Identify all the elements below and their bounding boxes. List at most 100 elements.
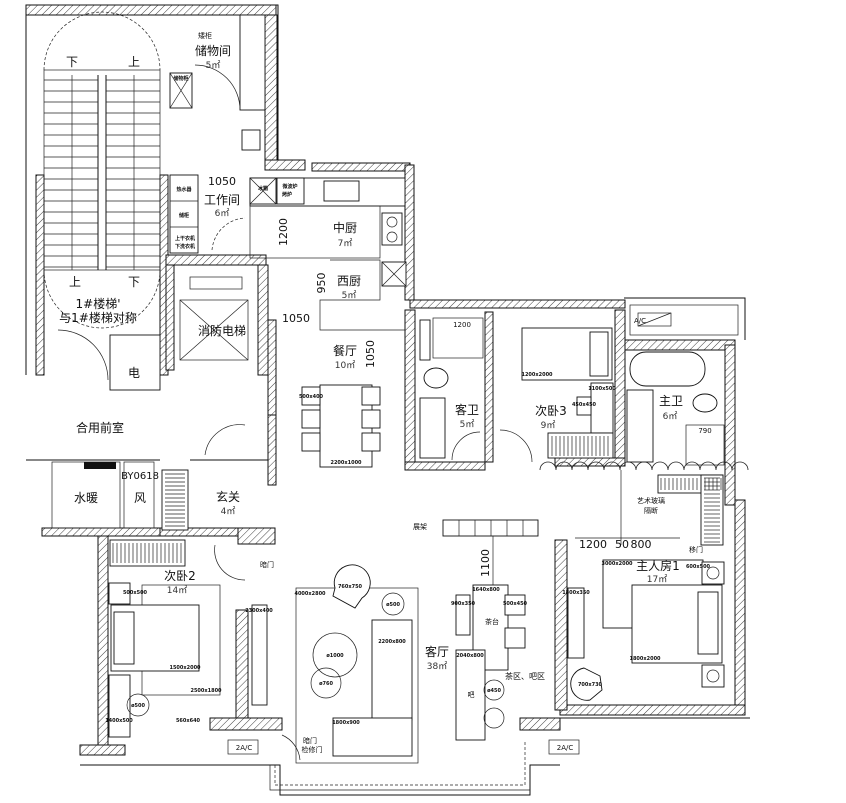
access-door-label: 检修门: [302, 745, 323, 754]
ac-unit: [548, 739, 580, 755]
room-western-kitchen: 西厨: [337, 274, 361, 288]
stair-mark-up: 上: [69, 275, 81, 289]
fridge-label: 冰箱: [258, 185, 268, 192]
living-furniture: [281, 519, 539, 764]
armchair-size: 760x750: [338, 584, 363, 590]
master-bed-size: 1800x2000: [629, 656, 661, 662]
ac-label: 2A/C: [236, 744, 253, 752]
master-tv-size: 1800x350: [562, 590, 590, 596]
dim-west-kitchen-depth: 950: [315, 273, 328, 294]
storage-cabinet-label: 储物柜: [173, 75, 188, 82]
tea-bar-zone-label: 茶区、吧区: [505, 671, 545, 681]
master-bedroom-furniture: [567, 470, 725, 701]
stair-mark-up: 上: [128, 55, 140, 69]
room-entry-area: 4㎡: [221, 506, 236, 517]
hidden-door-label: 暗门: [303, 736, 317, 745]
coffee-big-size: ø1000: [326, 653, 344, 659]
bed3-size: 1200x2000: [521, 372, 553, 378]
dining-table-size: 2200x1000: [330, 460, 362, 466]
room-master-bath: 主卫: [659, 394, 683, 408]
cabinet-label: 储柜: [179, 212, 189, 219]
stair-label: 1#楼梯': [76, 296, 121, 311]
hidden-door-label: 暗门: [260, 560, 274, 569]
master-chair-size: 700x730: [578, 682, 603, 688]
room-plumbing: 水暖: [74, 491, 98, 505]
room-bedroom3: 次卧3: [535, 404, 567, 418]
stool3-size: 450x450: [572, 402, 597, 408]
fire-elevator: [179, 276, 249, 361]
kitchen-fixtures: [249, 177, 407, 331]
master-rug-size: 3000x2000: [601, 561, 633, 567]
dim-master-b: 50: [615, 538, 629, 551]
bed2-size: 1500x2000: [169, 665, 201, 671]
storage-fixtures: [169, 14, 266, 254]
bar-counter-size: 2040x800: [456, 653, 484, 659]
dim-kitchen-depth: 1200: [277, 218, 290, 246]
window-code: BY0618: [121, 471, 159, 482]
room-guest-bath-area: 5㎡: [460, 419, 475, 430]
room-entry: 玄关: [216, 489, 240, 504]
dim-dining-depth: 1050: [364, 340, 377, 368]
ac-label: A/C: [634, 317, 646, 325]
oven-label: 微波炉: [281, 183, 297, 190]
stair-mark-down: 下: [66, 55, 78, 69]
master-bath-fixtures: [626, 312, 725, 466]
room-dining-area: 10㎡: [335, 360, 355, 371]
water-heater-label: 热水器: [176, 186, 192, 193]
dining-chair-size: 500x400: [299, 394, 324, 400]
washer-label: 下洗衣机: [175, 243, 195, 250]
coffee-small-size: ø760: [319, 681, 333, 687]
ac-label: 2A/C: [557, 744, 574, 752]
room-workroom: 工作间: [204, 193, 240, 207]
stair-mark-down: 下: [128, 275, 140, 289]
tea-stool2-size: 500x450: [503, 601, 528, 607]
service-shafts: [51, 424, 246, 531]
room-dining: 餐厅: [333, 343, 357, 358]
room-storage: 储物间: [195, 43, 231, 58]
room-middle-kitchen: 中厨: [333, 220, 357, 235]
walls: [25, 4, 746, 756]
desk3-size: 1100x500: [588, 386, 616, 392]
staircase: [43, 11, 161, 391]
room-wind: 风: [134, 491, 146, 505]
room-workroom-area: 6㎡: [215, 208, 230, 219]
bar-stool-size: ø450: [487, 688, 501, 694]
dim-shelf-gap: 1100: [479, 549, 492, 577]
sliding-door-label: 移门: [689, 545, 703, 554]
sofa-long-size: 2200x800: [378, 639, 406, 645]
room-master-bath-area: 6㎡: [663, 411, 678, 422]
display-shelf-label: 展架: [413, 523, 427, 531]
rug2-size: 2500x1800: [190, 688, 222, 694]
dim-master-c: 800: [631, 538, 652, 551]
tea-table-label: 茶台: [485, 617, 499, 626]
tv2-size: 2300x400: [245, 608, 273, 614]
nightstand2-size: 500x500: [123, 590, 148, 596]
ac-unit: [227, 739, 259, 755]
dining-furniture: [301, 384, 381, 468]
room-shared-lobby: 合用前室: [76, 420, 124, 435]
sofa-short-size: 1800x900: [332, 720, 360, 726]
dim-guest-bath-width: 1200: [453, 321, 471, 329]
low-cabinet-label: 矮柜: [198, 31, 212, 40]
outer-lines: [25, 4, 750, 796]
chair2-size: 560x640: [176, 718, 201, 724]
art-glass-label: 艺术玻璃: [637, 496, 665, 505]
partition-label: 隔断: [644, 506, 658, 515]
dim-master-a: 1200: [579, 538, 607, 551]
room-master-bedroom: 主人房1: [636, 558, 680, 573]
room-living: 客厅: [425, 644, 449, 659]
dim-dining-passage: 1050: [282, 312, 310, 325]
room-guest-bath: 客卫: [455, 402, 479, 417]
guest-bath-fixtures: [419, 317, 484, 461]
room-middle-kitchen-area: 7㎡: [338, 238, 353, 249]
room-bedroom3-area: 9㎡: [541, 420, 556, 431]
room-living-area: 38㎡: [427, 661, 447, 672]
oven2-label: 烤炉: [282, 191, 292, 198]
side-table-size: ø500: [386, 602, 400, 608]
stair-note: 与1#楼梯对称: [59, 310, 137, 325]
bedroom2-furniture: [108, 539, 268, 738]
bar-label: 吧: [468, 691, 475, 699]
dryer-label: 上干衣机: [175, 235, 195, 242]
room-bedroom2: 次卧2: [164, 569, 196, 583]
